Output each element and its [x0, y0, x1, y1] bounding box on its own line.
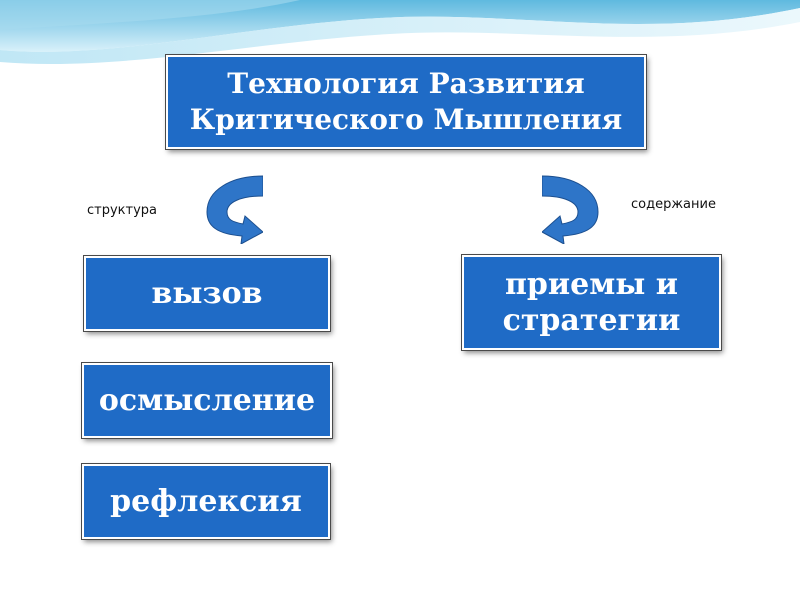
- box-reflection-label: рефлексия: [110, 484, 302, 519]
- box-challenge-label: вызов: [152, 276, 263, 311]
- curved-arrow-right-icon: [542, 174, 602, 244]
- box-reflection: рефлексия: [82, 464, 330, 539]
- title-line-2: Критического Мышления: [190, 102, 622, 138]
- main-title-box: Технология Развития Критического Мышлени…: [166, 55, 646, 149]
- curved-arrow-left-icon: [203, 174, 263, 244]
- title-line-1: Технология Развития: [227, 66, 584, 102]
- techniques-line-1: приемы и: [505, 267, 678, 303]
- structure-label: структура: [87, 203, 157, 218]
- content-label: содержание: [631, 197, 716, 212]
- box-challenge: вызов: [84, 256, 330, 331]
- techniques-line-2: стратегии: [503, 303, 681, 339]
- box-comprehension-label: осмысление: [99, 383, 315, 418]
- box-comprehension: осмысление: [82, 363, 332, 438]
- box-techniques-strategies: приемы и стратегии: [462, 255, 721, 350]
